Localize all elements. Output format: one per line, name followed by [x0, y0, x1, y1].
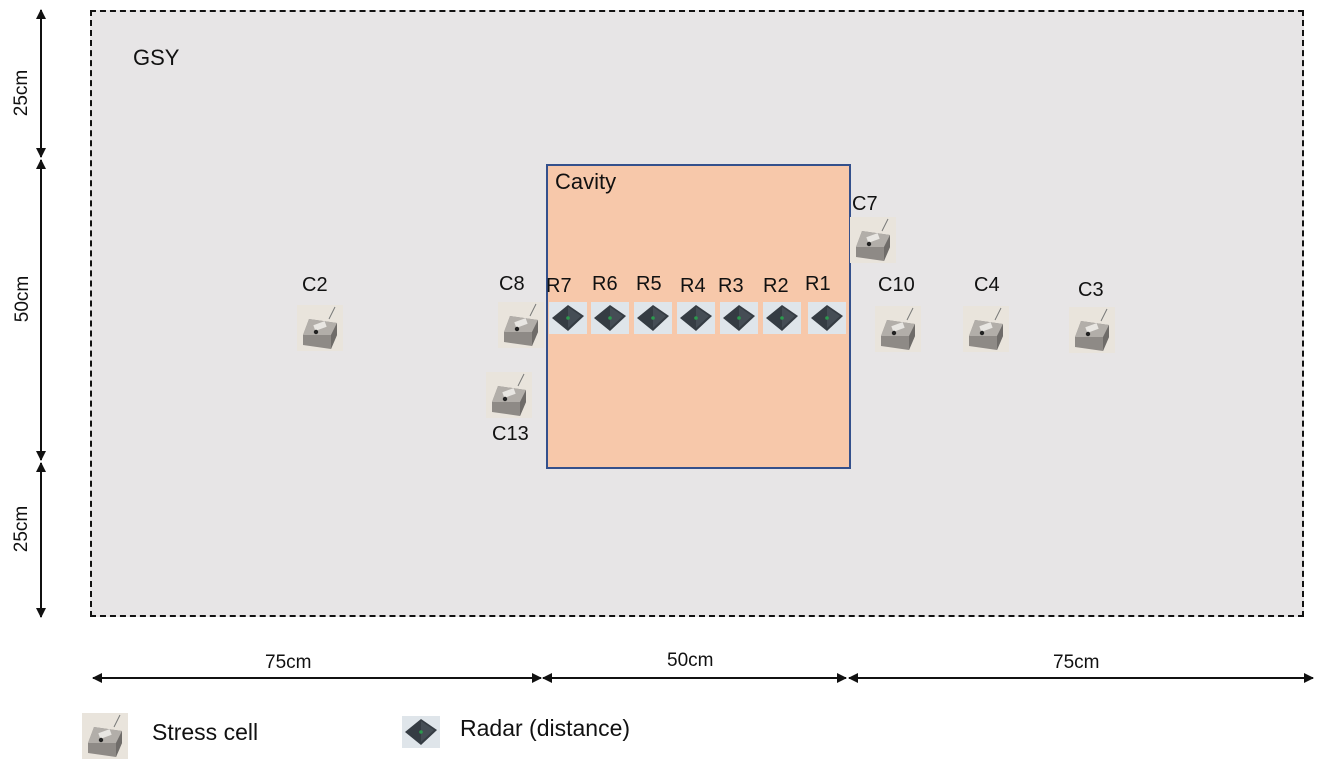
region-label: GSY — [133, 45, 180, 70]
horizontal-dimension-label: 75cm — [1053, 652, 1100, 673]
stress-cell-icon — [875, 306, 921, 352]
stress-cell-label: C2 — [302, 274, 328, 296]
radar-icon — [808, 302, 846, 334]
stress-cell-icon — [850, 217, 896, 263]
radar-icon — [549, 302, 587, 334]
radar-label: R4 — [680, 275, 706, 297]
stress-cell-icon — [486, 372, 532, 418]
stress-cell-label: C8 — [499, 273, 525, 295]
vertical-dimension-label: 25cm — [11, 69, 33, 117]
radar-label: R6 — [592, 273, 618, 295]
radar-icon — [763, 302, 801, 334]
stress-cell-label: C10 — [878, 274, 915, 296]
stress-cell-label: C7 — [852, 193, 878, 215]
legend-radar-label: Radar (distance) — [460, 715, 631, 741]
legend-stress-cell-icon — [82, 713, 128, 759]
stress-cell-label: C3 — [1078, 279, 1104, 301]
horizontal-dimension-label: 75cm — [265, 652, 312, 673]
vertical-dimension-label: 50cm — [12, 275, 34, 323]
radar-label: R2 — [763, 275, 789, 297]
radar-label: R7 — [546, 275, 572, 297]
stress-cell-icon — [963, 306, 1009, 352]
stress-cell-label: C13 — [492, 423, 529, 445]
cavity-label: Cavity — [555, 169, 617, 194]
radar-icon — [720, 302, 758, 334]
radar-icon — [634, 302, 672, 334]
radar-icon — [591, 302, 629, 334]
radar-label: R1 — [805, 273, 831, 295]
stress-cell-icon — [1069, 307, 1115, 353]
legend-stress-cell-label: Stress cell — [152, 719, 259, 745]
stress-cell-label: C4 — [974, 274, 1000, 296]
vertical-dimension-label: 25cm — [11, 505, 33, 553]
stress-cell-icon — [498, 302, 544, 348]
stress-cell-icon — [297, 305, 343, 351]
radar-icon — [677, 302, 715, 334]
radar-label: R5 — [636, 273, 662, 295]
legend-radar-icon — [402, 716, 440, 748]
horizontal-dimension-label: 50cm — [667, 650, 714, 671]
radar-label: R3 — [718, 275, 744, 297]
